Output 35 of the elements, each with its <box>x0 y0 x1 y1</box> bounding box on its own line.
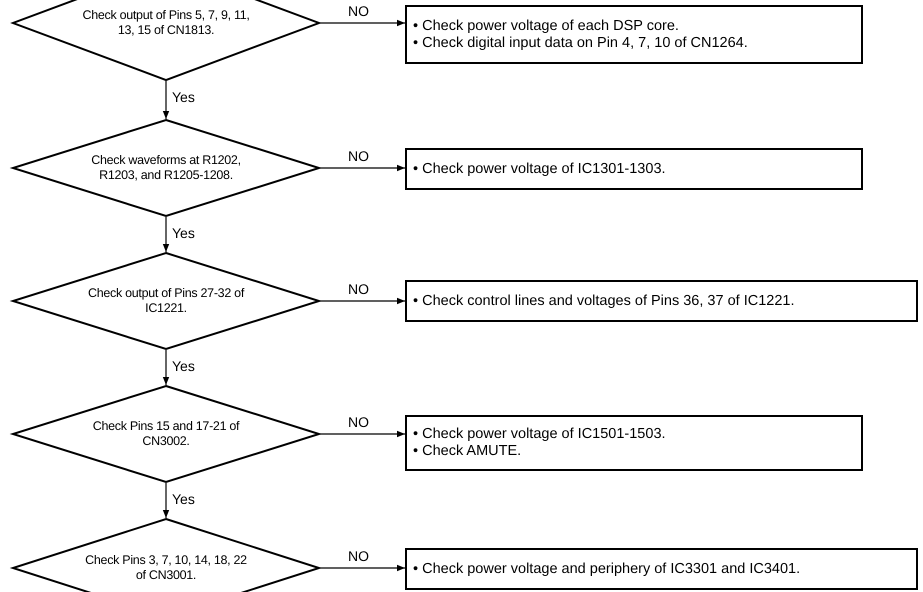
edge-label: NO <box>347 281 370 297</box>
arrow <box>162 483 170 518</box>
edge-label: NO <box>347 414 370 430</box>
action-box <box>405 548 918 590</box>
decision-text: Check Pins 3, 7, 10, 14, 18, 22 of CN3001. <box>84 553 248 583</box>
arrow <box>320 298 405 304</box>
edge-label: NO <box>347 548 370 564</box>
arrow <box>320 564 405 572</box>
decision-text: Check Pins 15 and 17-21 of CN3002. <box>92 419 240 449</box>
arrow <box>162 217 170 252</box>
action-text: • Check power voltage and periphery of IC3301 and IC3401. <box>413 560 802 578</box>
arrow <box>162 81 170 119</box>
edge-label: Yes <box>171 89 196 105</box>
edge-label: NO <box>347 148 370 164</box>
action-text: • Check power voltage of each DSP core. <box>413 18 680 34</box>
arrow <box>320 20 405 26</box>
decision-text: Check output of Pins 27-32 of IC1221. <box>87 286 246 316</box>
edge-label: Yes <box>171 491 196 507</box>
arrow <box>320 164 405 172</box>
edge-label: Yes <box>171 225 196 241</box>
action-text: • Check AMUTE. <box>413 443 522 460</box>
edge-label: Yes <box>171 358 196 374</box>
decision-text: Check waveforms at R1202, R1203, and R1205-1208. <box>90 153 242 183</box>
action-box <box>405 5 863 64</box>
arrow <box>320 430 405 438</box>
decision-text: Check output of Pins 5, 7, 9, 11, 13, 15 of CN1813. <box>81 8 251 38</box>
action-text: • Check power voltage of IC1301-1303. <box>413 160 667 178</box>
edge-label: NO <box>347 3 370 19</box>
action-box <box>405 148 863 190</box>
action-box <box>405 415 863 471</box>
action-text: • Check power voltage of IC1501-1503. <box>413 426 667 443</box>
action-text: • Check digital input data on Pin 4, 7, 10 of CN1264. <box>413 34 749 52</box>
arrow <box>162 350 170 385</box>
action-box <box>405 280 918 322</box>
action-text: • Check control lines and voltages of Pins 36, 37 of IC1221. <box>413 292 796 310</box>
